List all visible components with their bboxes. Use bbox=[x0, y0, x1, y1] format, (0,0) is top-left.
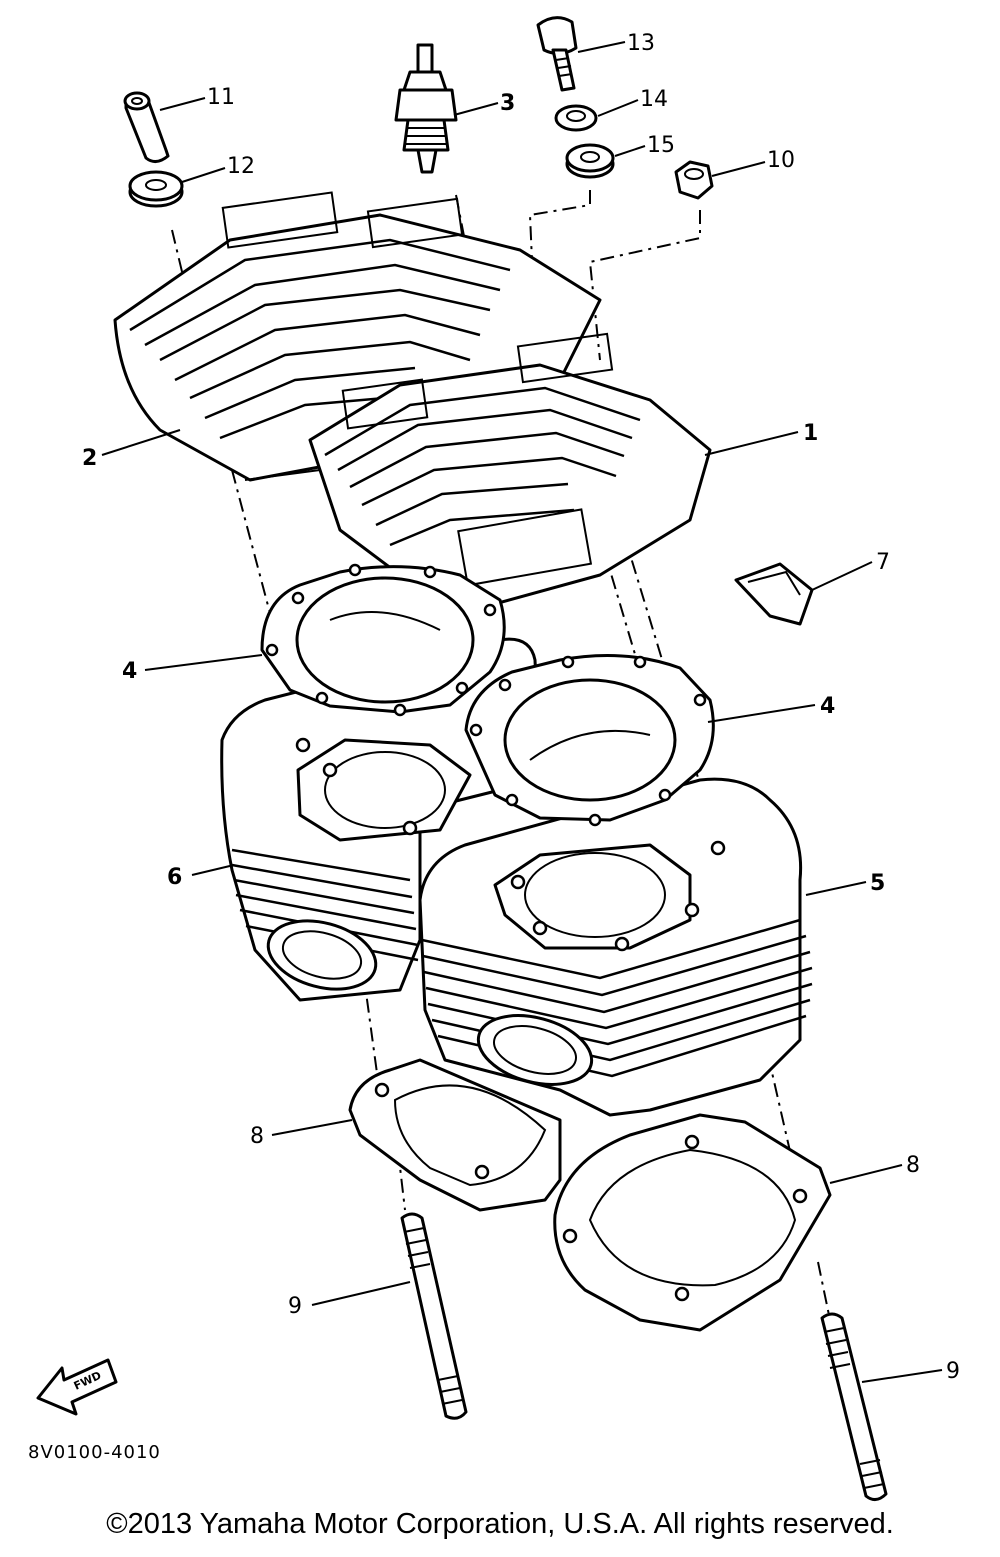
callout-10: 10 bbox=[767, 148, 795, 173]
part-4-head-gasket-left bbox=[260, 563, 506, 717]
callout-4-left: 4 bbox=[122, 659, 137, 684]
part-5-cylinder-right bbox=[418, 777, 813, 1117]
part-9-stud-right bbox=[820, 1312, 888, 1501]
callout-4-right: 4 bbox=[820, 694, 835, 719]
callout-7: 7 bbox=[876, 550, 890, 575]
callout-12: 12 bbox=[227, 154, 255, 179]
part-15-washer bbox=[565, 143, 615, 179]
part-4-head-gasket-right bbox=[464, 654, 715, 827]
callout-13: 13 bbox=[627, 31, 655, 56]
callout-9-left: 9 bbox=[288, 1294, 302, 1319]
callout-1: 1 bbox=[803, 421, 818, 446]
part-8-base-gasket-left bbox=[348, 1058, 562, 1212]
callout-5: 5 bbox=[870, 871, 885, 896]
callout-labels: 11 12 3 13 14 15 10 2 1 7 4 4 6 5 8 8 9 … bbox=[82, 31, 960, 1384]
part-12-washer bbox=[128, 170, 184, 208]
part-14-lock-washer bbox=[554, 104, 598, 132]
fwd-arrow-icon: FWD bbox=[36, 1358, 118, 1416]
part-11-collar bbox=[123, 91, 170, 163]
callout-3: 3 bbox=[500, 91, 515, 116]
callout-8-left: 8 bbox=[250, 1124, 264, 1149]
part-6-cylinder-left bbox=[220, 637, 542, 1002]
callout-14: 14 bbox=[640, 87, 668, 112]
part-1-cylinder-head-right bbox=[308, 332, 712, 610]
part-9-stud-left bbox=[400, 1212, 468, 1420]
callout-11: 11 bbox=[207, 85, 235, 110]
diagram-code: 8V0100-4010 bbox=[28, 1442, 161, 1463]
leader-lines bbox=[101, 41, 943, 1383]
callout-2: 2 bbox=[82, 446, 97, 471]
part-3-spark-plug bbox=[394, 43, 458, 174]
callout-15: 15 bbox=[647, 133, 675, 158]
part-7-damper bbox=[734, 562, 814, 626]
callout-6: 6 bbox=[167, 865, 182, 890]
copyright-notice: ©2013 Yamaha Motor Corporation, U.S.A. A… bbox=[106, 1508, 894, 1540]
part-13-bolt bbox=[536, 16, 578, 92]
callout-9-right: 9 bbox=[946, 1359, 960, 1384]
part-10-nut bbox=[674, 160, 714, 200]
part-8-base-gasket-right bbox=[553, 1113, 832, 1332]
callout-8-right: 8 bbox=[906, 1153, 920, 1178]
